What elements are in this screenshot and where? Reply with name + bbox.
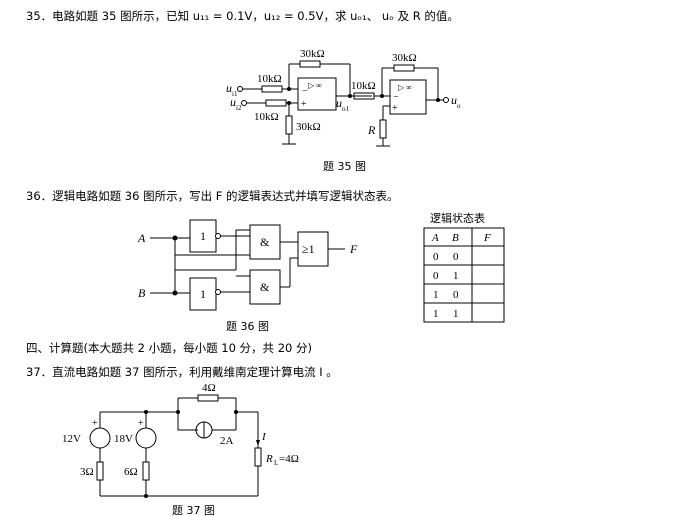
resistor-in1 [261,85,283,93]
label-4ohm: 4Ω [202,382,216,394]
table-cell-r0-b: 0 [453,251,459,263]
table-cell-r1-b: 1 [453,270,459,282]
voltage-source-18v [135,427,157,449]
opamp-1-symbol: ▷ ∞ [308,81,322,90]
resistor-fb1 [299,60,321,68]
opamp-2-symbol: ▷ ∞ [398,83,412,92]
label-rl-sub: L [274,459,278,467]
table-cell-r3-a: 1 [433,308,439,320]
label-uo1-sub: o1 [342,105,350,113]
table-header-a: A [431,232,439,244]
and-gate-2-symbol: & [260,280,270,294]
resistor-6ohm [142,461,150,481]
table-header-b: B [452,232,459,244]
caption-35: 题 35 图 [323,160,366,173]
label-uo-sub: o [457,102,461,110]
label-r-in2: 10kΩ [254,111,279,123]
output-f-label: F [349,242,358,256]
table-header-f: F [483,232,491,244]
not-gate-b-symbol: 1 [200,287,206,301]
opamp-1-plus: + [301,99,307,110]
resistor-fb2 [393,64,415,72]
resistor-rl [254,447,262,467]
table-cell-r1-a: 0 [433,270,439,282]
current-arrow-icon [256,440,260,446]
table-title: 逻辑状态表 [430,211,485,225]
table-cell-r0-a: 0 [433,251,439,263]
label-r-fb2: 30kΩ [392,52,417,64]
table-cell-r2-a: 1 [433,289,439,301]
label-rl: R [265,453,273,465]
label-rl-value: =4Ω [279,453,299,465]
label-6ohm: 6Ω [124,466,138,478]
question-36-text: 36．逻辑电路如题 36 图所示，写出 F 的逻辑表达式并填写逻辑状态表。 [26,189,399,203]
table-cell-r2-b: 0 [453,289,459,301]
label-ui1-sub: i1 [232,90,238,98]
opamp-2 [389,79,427,115]
input-b-label: B [138,286,146,300]
resistor-r [379,119,387,139]
table-cell-r3-b: 1 [453,308,459,320]
label-r-fb1: 30kΩ [300,48,325,60]
plus-12v: + [92,418,98,429]
not-gate-a-symbol: 1 [200,229,206,243]
label-ui2: u [230,95,236,109]
or-gate-symbol: ≥1 [302,242,315,256]
label-r-in3: 10kΩ [351,80,376,92]
label-18v: 18V [114,433,133,445]
question-35-text: 35．电路如题 35 图所示，已知 u₁₁ = 0.1V，u₁₂ = 0.5V，… [26,9,459,23]
label-12v: 12V [62,433,81,445]
label-current-i: I [261,431,267,443]
opamp-2-plus: + [392,103,398,114]
caption-37: 题 37 图 [172,504,215,516]
label-ui1: u [226,81,232,95]
logic-table [423,227,505,323]
opamp-1-minus: − [302,86,308,97]
section-4-heading: 四、计算题(本大题共 2 小题，每小题 10 分，共 20 分) [26,341,312,355]
question-37-text: 37．直流电路如题 37 图所示，利用戴维南定理计算电流 I 。 [26,365,338,379]
resistor-3ohm [96,461,104,481]
and-gate-1-symbol: & [260,235,270,249]
caption-36: 题 36 图 [226,320,269,333]
label-uo: u [451,93,457,107]
plus-18v: + [138,418,144,429]
voltage-source-12v [89,427,111,449]
resistor-gnd1 [285,115,293,135]
label-ui2-sub: i2 [236,104,242,112]
label-r: R [367,123,376,137]
label-2a: 2A [220,435,234,447]
label-r-in1: 10kΩ [257,73,282,85]
label-3ohm: 3Ω [80,466,94,478]
label-r-gnd1: 30kΩ [296,121,321,133]
opamp-2-minus: − [393,92,399,103]
label-uo1: u [336,96,342,110]
resistor-in2 [265,99,287,107]
opamp-1 [297,77,337,111]
input-a-label: A [137,231,146,245]
resistor-4ohm [197,394,219,402]
